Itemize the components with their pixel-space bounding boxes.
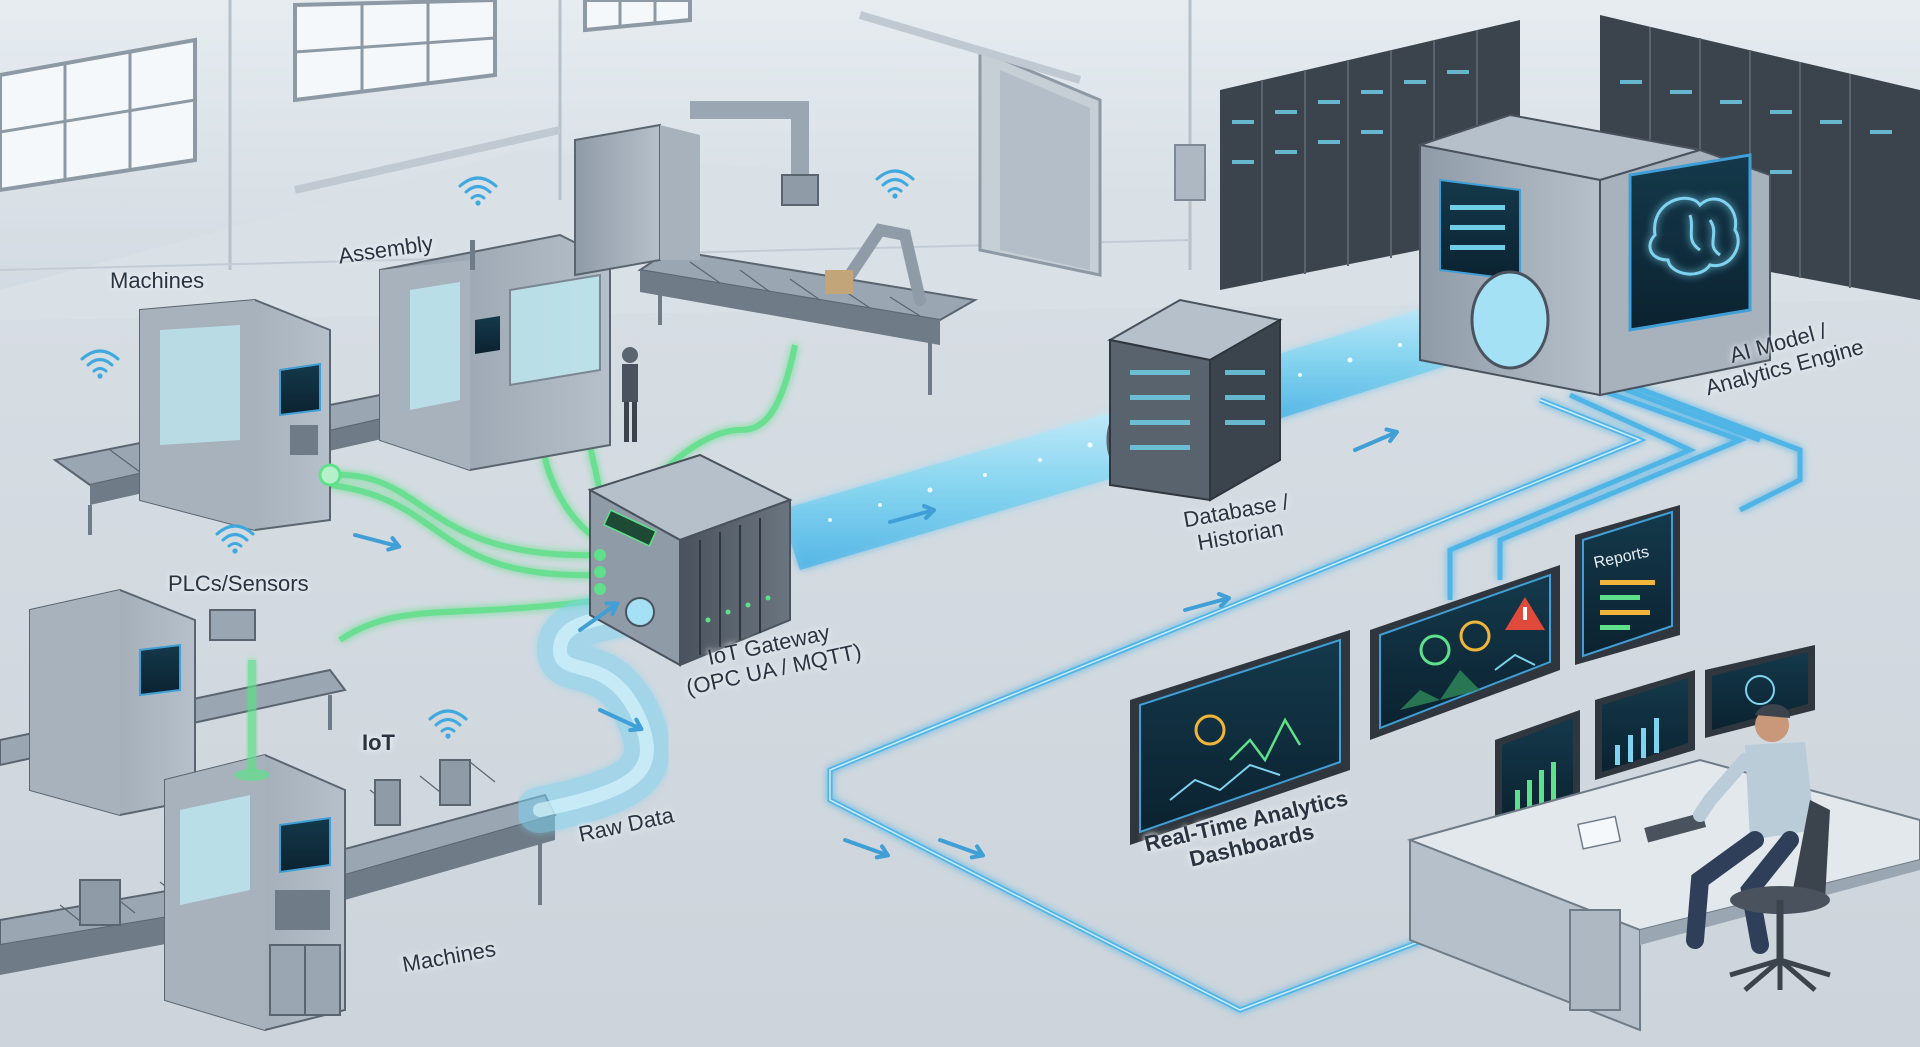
label-plcs-sensors: PLCs/Sensors [168,571,309,596]
raw-data-pipe [517,587,670,833]
window-left [0,37,197,193]
machine-bottom [79,753,471,1032]
office-chair [1729,800,1831,992]
ai-analytics-engine [1416,113,1771,397]
brain-icon [1648,196,1740,276]
machine-top-left [139,298,342,532]
worker-figure [622,347,638,442]
window-right [583,0,692,33]
sensor-beam [234,660,270,781]
label-machines-top: Machines [110,268,205,293]
warning-icon [1505,597,1545,630]
machine-robot-station [574,101,926,306]
dashboard-monitor-large [1130,630,1350,845]
database-historian-servers [1107,298,1283,502]
machine-assembly [379,233,611,472]
reports-monitor [1575,505,1680,665]
operator-person [1686,704,1815,954]
dashboard-monitor-center [1370,565,1560,740]
machine-mid-left [29,588,256,817]
window-middle [293,0,497,103]
iot-gateway-device [587,453,793,667]
doorway [978,47,1206,277]
label-iot: IoT [362,730,395,755]
